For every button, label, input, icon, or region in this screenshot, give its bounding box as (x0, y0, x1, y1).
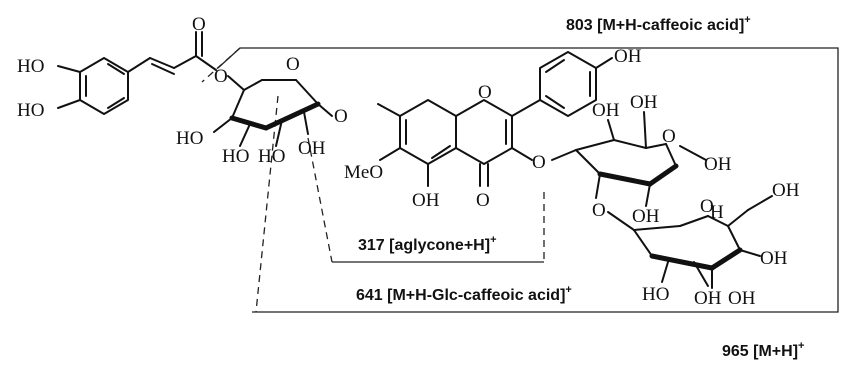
oh-5: OH (412, 190, 440, 211)
fragment-lines (201, 47, 839, 313)
oh-glc3-a: OH (772, 180, 800, 201)
oh-sophorose-top1: OH (592, 100, 620, 121)
phenyl-ring (539, 51, 597, 117)
fragment-317-label: 317 [aglycone+H]+ (358, 234, 497, 254)
a-ring (399, 99, 457, 165)
fragment-641-label: 641 [M+H-Glc-caffeoic acid]+ (356, 284, 572, 304)
glycosidic-oxygen-3: O (532, 152, 546, 173)
caffeoyl-group (57, 31, 217, 115)
catechol-ring (79, 57, 129, 115)
ho-catechol-top: HO (17, 56, 44, 77)
fragment-803-cut (201, 47, 241, 83)
link-oxygen: O (592, 200, 606, 221)
ester-oxygen: O (214, 66, 228, 87)
fragment-317-left-cut (307, 137, 333, 263)
ho-catechol-bottom: HO (17, 100, 44, 121)
oh-glc2-b: OH (632, 206, 660, 227)
oh-glc3-d: OH (694, 288, 722, 309)
oh-glc2-a: OH (704, 154, 732, 175)
c4-oxygen: O (476, 190, 490, 211)
atom-labels: HO HO O O O HO HO OH HO O O OH MeO OH O … (17, 14, 800, 309)
ho-glc1-b: HO (222, 146, 249, 167)
fragment-labels: 803 [M+H-caffeoic acid]+ 317 [aglycone+H… (356, 14, 804, 360)
oh-glc1-c: OH (298, 138, 326, 159)
carbonyl-oxygen: O (192, 14, 206, 35)
fragment-641-cut (255, 95, 279, 313)
oh-glc3-e: OH (728, 288, 756, 309)
ring-oxygen-glc3: O (700, 196, 714, 217)
methoxy-label: MeO (344, 162, 383, 183)
ring-oxygen-glc1: O (286, 54, 300, 75)
oh-glc3-c: OH (760, 248, 788, 269)
chromone-oxygen: O (478, 82, 492, 103)
ho-glc3-b: HO (642, 284, 669, 305)
ho-glc1-a: HO (176, 128, 203, 149)
c-ring (455, 99, 513, 165)
b-ring (539, 51, 613, 117)
ring-oxygen-glc2: O (662, 126, 676, 147)
ho-glc1-d: HO (258, 146, 285, 167)
glucose-2 (551, 111, 707, 207)
glucose-3 (607, 195, 773, 289)
glycosidic-oxygen-7: O (334, 106, 348, 127)
oh-phenol: OH (614, 46, 642, 67)
h-glc2: H (710, 202, 724, 223)
fragment-965-label: 965 [M+H]+ (722, 340, 804, 360)
fragment-803-bracket (217, 47, 839, 313)
oh-sophorose-top2: OH (630, 92, 658, 113)
glucose-1 (213, 75, 333, 147)
fragment-803-label: 803 [M+H-caffeoic acid]+ (566, 14, 751, 34)
flavonol-core (377, 99, 541, 187)
